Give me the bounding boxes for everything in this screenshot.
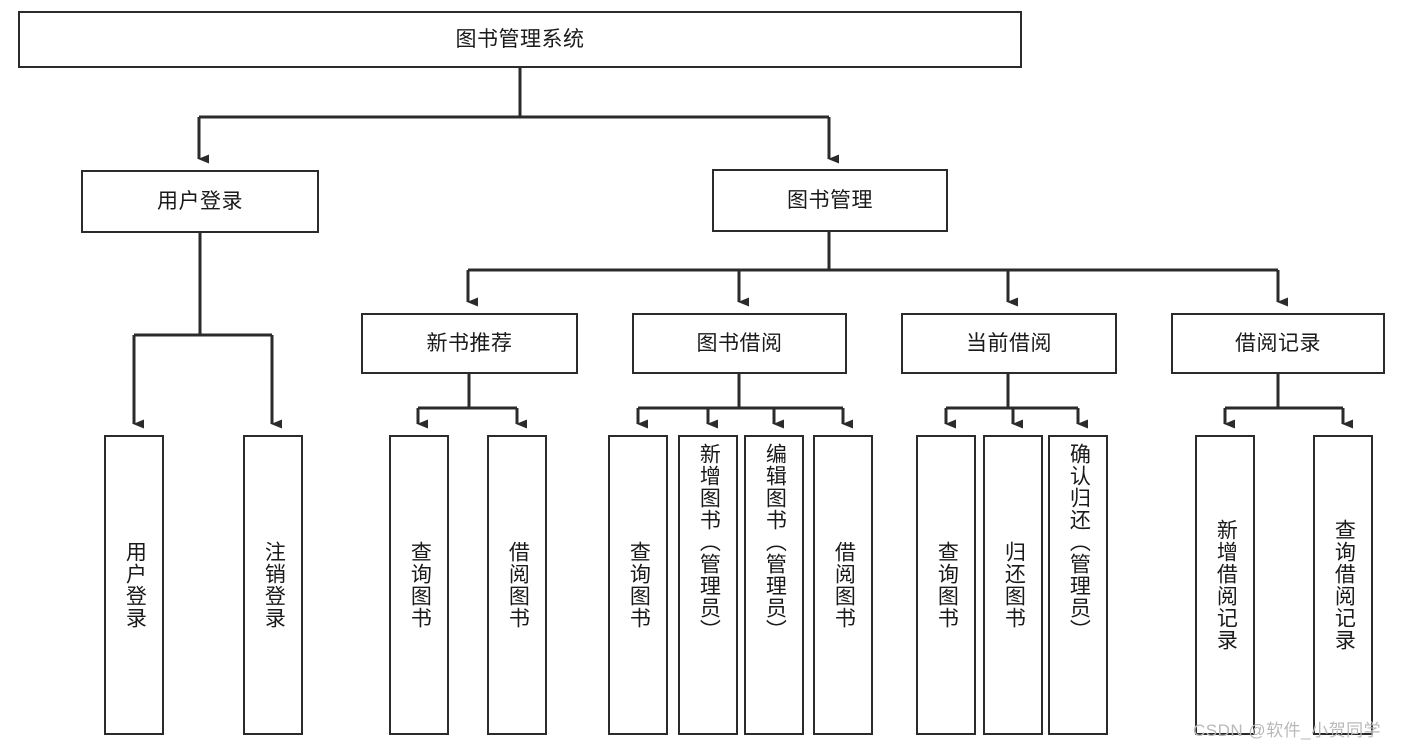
node-root-label: 图书管理系统 — [455, 27, 585, 51]
leaf-borrow-book-label: 借阅图书 — [832, 541, 856, 629]
leaf-query-book-current[interactable]: 查询图书 — [916, 435, 976, 735]
leaf-query-book-current-label: 查询图书 — [935, 541, 959, 629]
leaf-borrow-book-recommend-label: 借阅图书 — [506, 541, 530, 629]
leaf-return-book-label: 归还图书 — [1002, 541, 1026, 629]
node-borrow-record-label: 借阅记录 — [1235, 331, 1321, 355]
leaf-confirm-return-admin[interactable]: 确认归还（管理员） — [1048, 435, 1108, 735]
leaf-query-borrow-record[interactable]: 查询借阅记录 — [1313, 435, 1373, 735]
leaf-borrow-book[interactable]: 借阅图书 — [813, 435, 873, 735]
leaf-add-borrow-record[interactable]: 新增借阅记录 — [1195, 435, 1255, 735]
leaf-logout[interactable]: 注销登录 — [243, 435, 303, 735]
leaf-query-book-borrow[interactable]: 查询图书 — [608, 435, 668, 735]
leaf-user-login-label: 用户登录 — [123, 541, 147, 629]
watermark: CSDN @软件_小贺同学 — [1193, 716, 1381, 741]
leaf-query-book-borrow-label: 查询图书 — [627, 541, 651, 629]
leaf-edit-book-admin-label: 编辑图书（管理员） — [763, 443, 787, 641]
leaf-return-book[interactable]: 归还图书 — [983, 435, 1043, 735]
node-book-management[interactable]: 图书管理 — [712, 169, 948, 232]
watermark-text: CSDN @软件_小贺同学 — [1193, 721, 1382, 740]
node-root[interactable]: 图书管理系统 — [18, 11, 1022, 68]
leaf-add-book-admin-label: 新增图书（管理员） — [697, 443, 721, 641]
leaf-add-borrow-record-label: 新增借阅记录 — [1214, 519, 1238, 651]
leaf-confirm-return-admin-label: 确认归还（管理员） — [1067, 443, 1091, 641]
leaf-logout-label: 注销登录 — [262, 541, 286, 629]
leaf-user-login[interactable]: 用户登录 — [104, 435, 164, 735]
leaf-query-borrow-record-label: 查询借阅记录 — [1332, 519, 1356, 651]
node-current-borrow[interactable]: 当前借阅 — [901, 313, 1117, 374]
node-new-book-recommend[interactable]: 新书推荐 — [361, 313, 578, 374]
node-new-book-recommend-label: 新书推荐 — [426, 331, 513, 355]
node-borrow-record[interactable]: 借阅记录 — [1171, 313, 1385, 374]
node-user-login-label: 用户登录 — [157, 189, 243, 213]
node-book-borrow[interactable]: 图书借阅 — [632, 313, 847, 374]
node-user-login[interactable]: 用户登录 — [81, 170, 319, 233]
leaf-query-book-recommend[interactable]: 查询图书 — [389, 435, 449, 735]
node-book-borrow-label: 图书借阅 — [696, 331, 783, 355]
leaf-query-book-recommend-label: 查询图书 — [408, 541, 432, 629]
node-book-management-label: 图书管理 — [787, 188, 873, 212]
leaf-edit-book-admin[interactable]: 编辑图书（管理员） — [744, 435, 804, 735]
leaf-borrow-book-recommend[interactable]: 借阅图书 — [487, 435, 547, 735]
leaf-add-book-admin[interactable]: 新增图书（管理员） — [678, 435, 738, 735]
node-current-borrow-label: 当前借阅 — [966, 331, 1052, 355]
